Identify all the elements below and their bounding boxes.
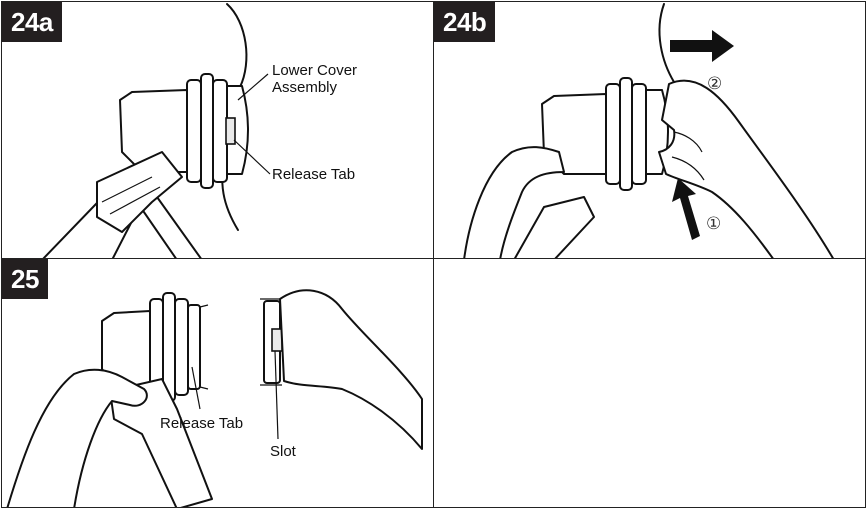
ring-1 xyxy=(186,79,202,183)
illustration-24a xyxy=(42,3,271,258)
ring-3 xyxy=(174,298,189,396)
marker-2: ② xyxy=(707,74,723,94)
ring-2 xyxy=(200,73,214,189)
leader-cover xyxy=(237,73,269,101)
spool xyxy=(187,304,201,390)
ring-3 xyxy=(212,79,228,183)
step-label: 24b xyxy=(434,2,496,42)
callout-release-tab: Release Tab xyxy=(272,166,356,183)
callout-release-tab: Release Tab xyxy=(160,415,244,432)
illustration-25 xyxy=(6,289,423,507)
step-label: 25 xyxy=(2,259,48,299)
ring-3 xyxy=(631,83,647,185)
ring-2 xyxy=(619,77,633,191)
illustration-24b xyxy=(463,3,834,258)
leader-tab xyxy=(191,366,201,410)
lower-cover xyxy=(226,85,249,175)
housing xyxy=(109,378,213,507)
cord-line xyxy=(226,3,248,88)
arrow-press-icon xyxy=(672,178,700,240)
leader-slot xyxy=(274,350,279,440)
left-hand xyxy=(6,368,148,507)
slot-shape xyxy=(271,328,283,352)
step-label: 24a xyxy=(2,2,62,42)
ring-1 xyxy=(605,83,621,185)
panel-24a: 24a Lower Cover Assembly Release Tab xyxy=(1,1,434,259)
callout-lower-cover: Lower Cover Assembly xyxy=(272,62,358,96)
panel-25: 25 Release Tab Slot xyxy=(1,258,434,508)
leader-tab xyxy=(233,139,271,175)
callout-slot: Slot xyxy=(270,443,296,460)
panel-24b: 24b ② ① xyxy=(433,1,866,259)
marker-1: ① xyxy=(706,214,722,234)
left-hand xyxy=(463,146,565,258)
right-hand xyxy=(279,289,423,450)
cord-line xyxy=(658,3,675,83)
release-tab-shape xyxy=(225,117,236,145)
panel-empty xyxy=(433,258,866,508)
housing xyxy=(96,151,183,233)
housing xyxy=(513,196,595,258)
arrow-pull-icon xyxy=(670,30,734,62)
right-hand xyxy=(658,79,834,258)
